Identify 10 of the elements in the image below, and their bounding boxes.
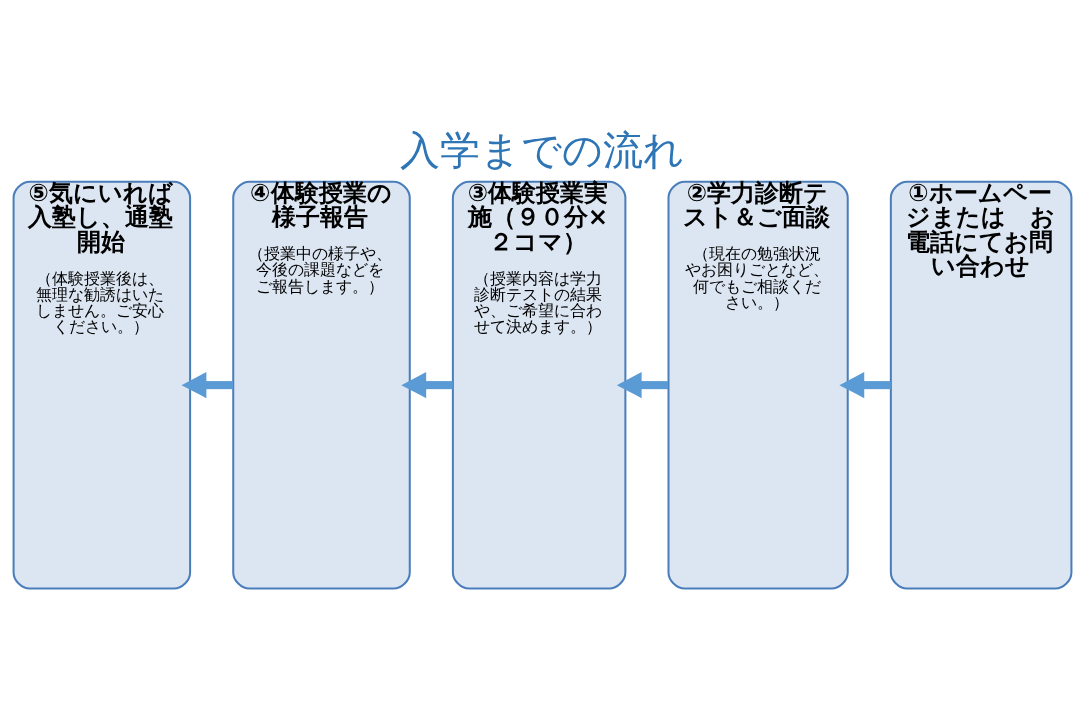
node-box: ③体験授業実施（９０分×２コマ） （授業内容は学力診断テストの結果や、ご希望に合わせて決めます。） xyxy=(451,180,627,590)
arrow xyxy=(616,372,669,399)
node-box: ④体験授業の様子報告 （授業中の様子や、今後の課題などをご報告します。） xyxy=(232,180,411,590)
arrow xyxy=(839,372,891,399)
diagram-title: 入学までの流れ xyxy=(400,126,685,175)
node-box: ⑤気にいれば入塾し、通塾開始 （体験授業後は、無理な勧誘はいたしません。ご安心ください。） xyxy=(12,180,192,590)
arrow xyxy=(401,372,453,399)
arrow xyxy=(181,372,234,399)
node-box: ①ホームページまたは お電話にてお問い合わせ xyxy=(889,180,1073,590)
node-box: ②学力診断テスト＆ご面談 （現在の勉強状況やお困りごとなど、何でもご相談ください。） xyxy=(667,180,849,590)
